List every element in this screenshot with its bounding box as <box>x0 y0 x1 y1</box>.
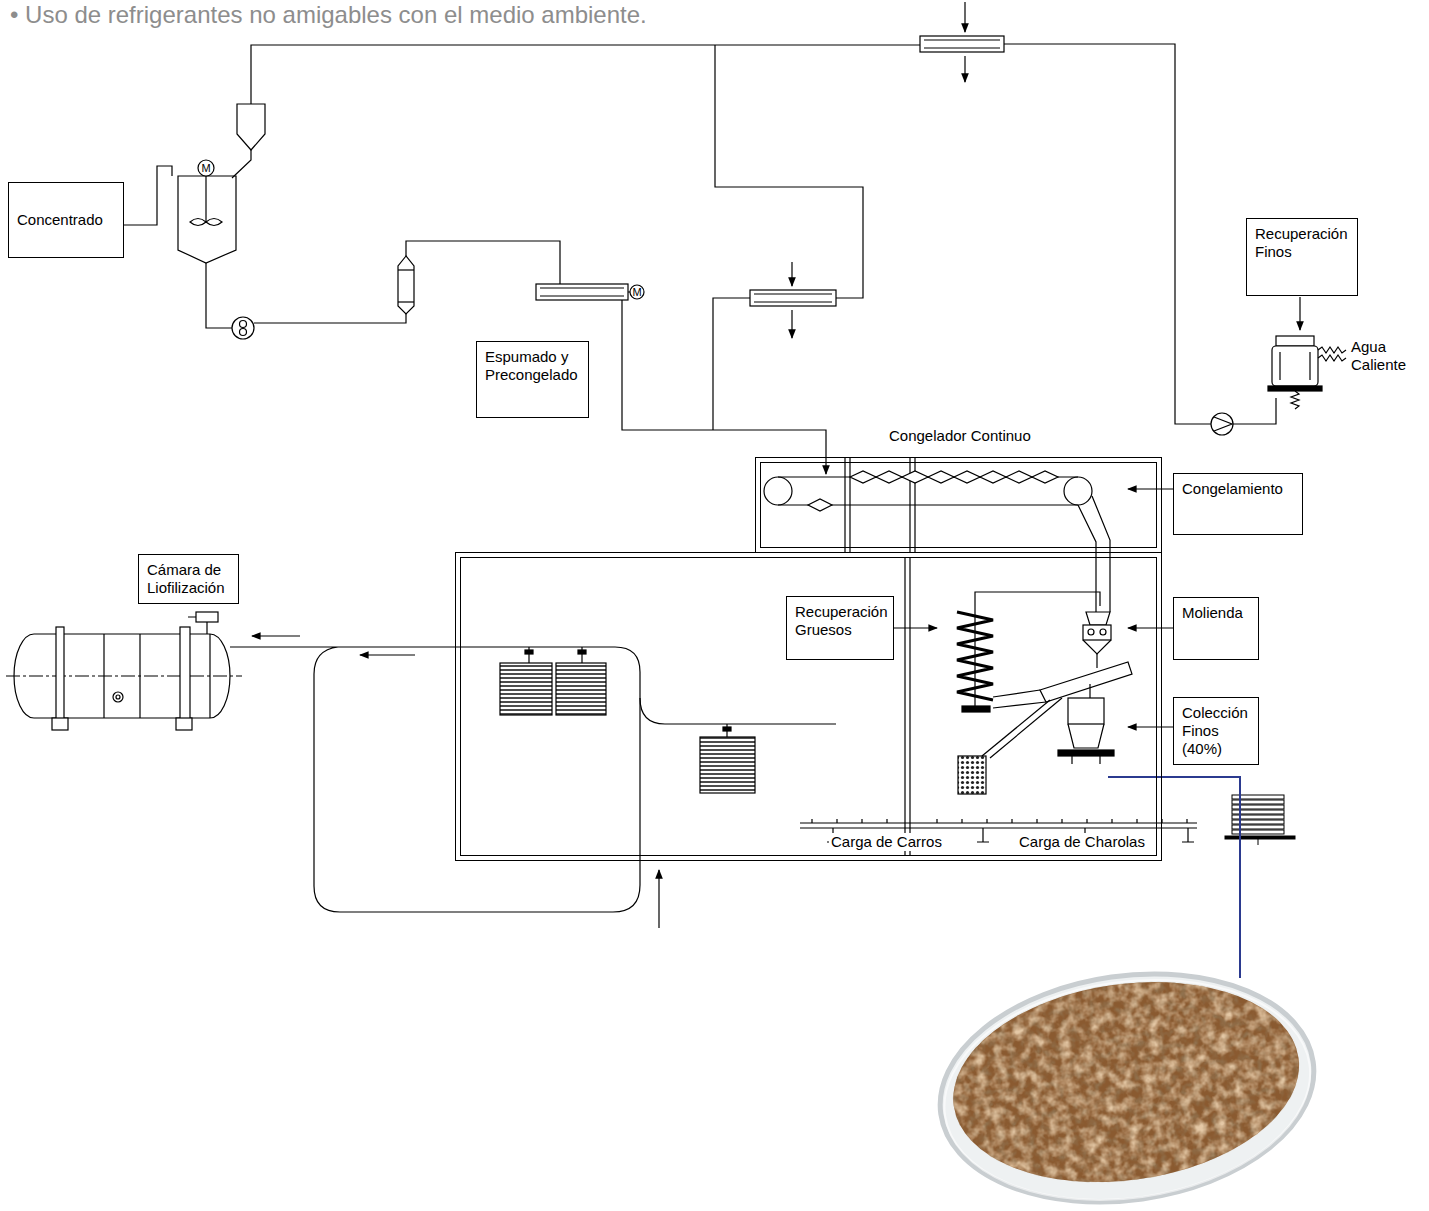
leader-arrows <box>894 489 1173 727</box>
loading-room: Carga de Carros Carga de Charolas Recupera… <box>460 557 1157 856</box>
box-label: Cámara de Liofilización <box>147 561 230 597</box>
coffee-dish <box>925 951 1329 1211</box>
region-label: Congelador Continuo <box>887 427 1033 445</box>
freezer-housing: Congelador Continuo <box>760 462 1157 548</box>
product-leader <box>1108 777 1240 978</box>
box-label: Congelamiento <box>1182 480 1294 498</box>
region-label: Carga de Carros <box>829 833 944 851</box>
callout-box: Congelamiento <box>1173 473 1303 535</box>
freezer-belt <box>764 457 1110 612</box>
box-label: Espumado y Precongelado <box>485 348 580 384</box>
box-label: Colección Finos (40%) <box>1182 704 1250 758</box>
mill-equipment <box>957 592 1132 794</box>
callout-box: Molienda <box>1173 597 1259 660</box>
box-label: Concentrado <box>17 211 115 229</box>
box-label: Recuperación Finos <box>1255 225 1349 261</box>
callout-box: Espumado y Precongelado <box>476 341 589 418</box>
region-label: Carga de Charolas <box>1017 833 1147 851</box>
tray-stack <box>1225 795 1295 845</box>
callout-box: Recuperación Finos <box>1246 218 1358 296</box>
box-label: Recuperación Gruesos <box>795 603 885 639</box>
source-box: Concentrado <box>8 182 124 258</box>
box-label: Molienda <box>1182 604 1250 622</box>
utility-label: Agua Caliente <box>1351 338 1421 374</box>
callout-box: Recuperación Gruesos <box>786 596 894 660</box>
callout-box: Cámara de Liofilización <box>138 554 239 604</box>
lyophilization-vessel <box>6 612 242 730</box>
motor-symbol: M <box>631 285 643 299</box>
bullet-note: • Uso de refrigerantes no amigables con … <box>10 0 647 30</box>
callout-box: Colección Finos (40%) <box>1173 697 1259 765</box>
loading-area <box>230 557 1197 928</box>
piping <box>124 2 1346 474</box>
motor-symbol: M <box>200 161 212 175</box>
